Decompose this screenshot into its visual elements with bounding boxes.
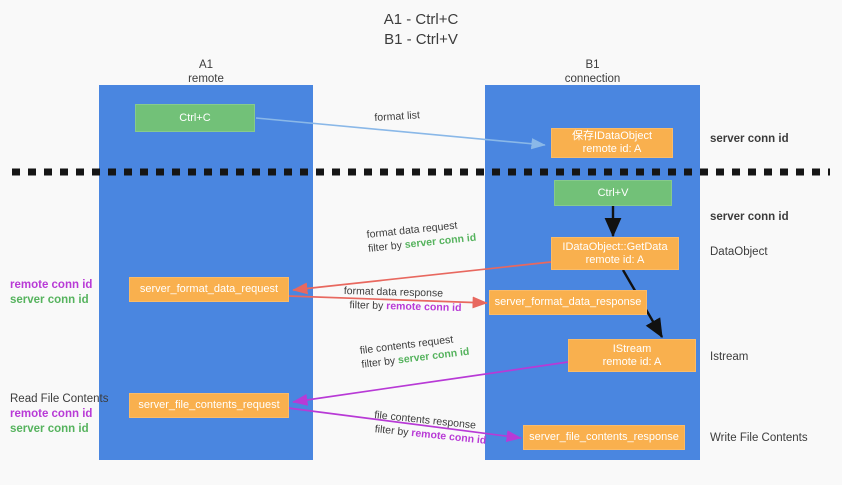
node-server-file-contents-response-label: server_file_contents_response: [529, 431, 679, 443]
column-b1-name: B1: [585, 59, 600, 71]
left-label-format-server-conn-id: server conn id: [10, 294, 89, 306]
right-note-write-file-contents: Write File Contents: [710, 432, 808, 444]
node-server-format-data-response[interactable]: server_format_data_response: [489, 290, 647, 315]
edge-label-file-contents-response: file contents response filter by remote …: [373, 408, 487, 447]
node-ctrl-v[interactable]: Ctrl+V: [554, 180, 672, 206]
node-server-file-contents-request[interactable]: server_file_contents_request: [129, 393, 289, 418]
node-ctrl-c[interactable]: Ctrl+C: [135, 104, 255, 132]
node-server-format-data-request[interactable]: server_format_data_request: [129, 277, 289, 302]
column-header-b1: B1 connection: [485, 58, 700, 86]
node-getdata-line1: IDataObject::GetData: [562, 240, 668, 253]
right-note-server-conn-id-top: server conn id: [710, 133, 789, 145]
node-server-format-data-response-label: server_format_data_response: [494, 296, 642, 308]
edge-label-fcres-filter-prefix: filter by: [374, 423, 412, 439]
left-label-read-file-contents: Read File Contents remote conn id server…: [10, 392, 108, 437]
node-save-idataobject[interactable]: 保存IDataObject remote id: A: [551, 128, 673, 158]
edge-label-fcr-filter-prefix: filter by: [360, 354, 399, 371]
node-istream-line2: remote id: A: [602, 355, 662, 368]
edge-label-fdres-filter-value: remote conn id: [386, 300, 462, 315]
node-idataobject-getdata[interactable]: IDataObject::GetData remote id: A: [551, 237, 679, 270]
right-note-istream: Istream: [710, 351, 749, 363]
edge-label-format-list: format list: [374, 109, 421, 124]
node-istream-line1: IStream: [612, 342, 652, 355]
edge-label-format-data-response: format data response filter by remote co…: [343, 284, 462, 315]
node-ctrl-c-label: Ctrl+C: [179, 111, 211, 124]
node-save-idataobject-line1: 保存IDataObject: [571, 130, 653, 142]
right-note-dataobject: DataObject: [710, 246, 768, 258]
column-b1-role: connection: [564, 73, 621, 85]
title-line-1: A1 - Ctrl+C: [383, 11, 459, 28]
node-server-file-contents-response[interactable]: server_file_contents_response: [523, 425, 685, 450]
left-label-format-conn-ids: remote conn id server conn id: [10, 278, 92, 308]
page-title: A1 - Ctrl+C B1 - Ctrl+V: [0, 10, 842, 50]
edge-label-fdr-filter-prefix: filter by: [367, 239, 406, 255]
node-getdata-line2: remote id: A: [585, 253, 645, 266]
left-label-read-file-contents-text: Read File Contents: [10, 393, 109, 405]
node-istream[interactable]: IStream remote id: A: [568, 339, 696, 372]
left-label-format-remote-conn-id: remote conn id: [10, 279, 93, 291]
left-label-file-server-conn-id: server conn id: [10, 423, 89, 435]
right-note-server-conn-id-mid: server conn id: [710, 211, 789, 223]
left-label-file-remote-conn-id: remote conn id: [10, 408, 93, 420]
edge-label-fdres-filter-prefix: filter by: [349, 299, 387, 313]
title-line-2: B1 - Ctrl+V: [384, 31, 458, 48]
column-header-a1: A1 remote: [99, 58, 313, 86]
column-a1-name: A1: [198, 59, 214, 71]
edge-label-file-contents-request: file contents request filter by server c…: [359, 333, 471, 371]
node-server-file-contents-request-label: server_file_contents_request: [138, 399, 280, 411]
node-ctrl-v-label: Ctrl+V: [597, 186, 629, 199]
column-a1-role: remote: [188, 73, 224, 85]
node-save-idataobject-line2: remote id: A: [582, 143, 642, 155]
edge-label-format-data-request: format data request filter by server con…: [366, 219, 477, 255]
node-server-format-data-request-label: server_format_data_request: [139, 283, 279, 295]
